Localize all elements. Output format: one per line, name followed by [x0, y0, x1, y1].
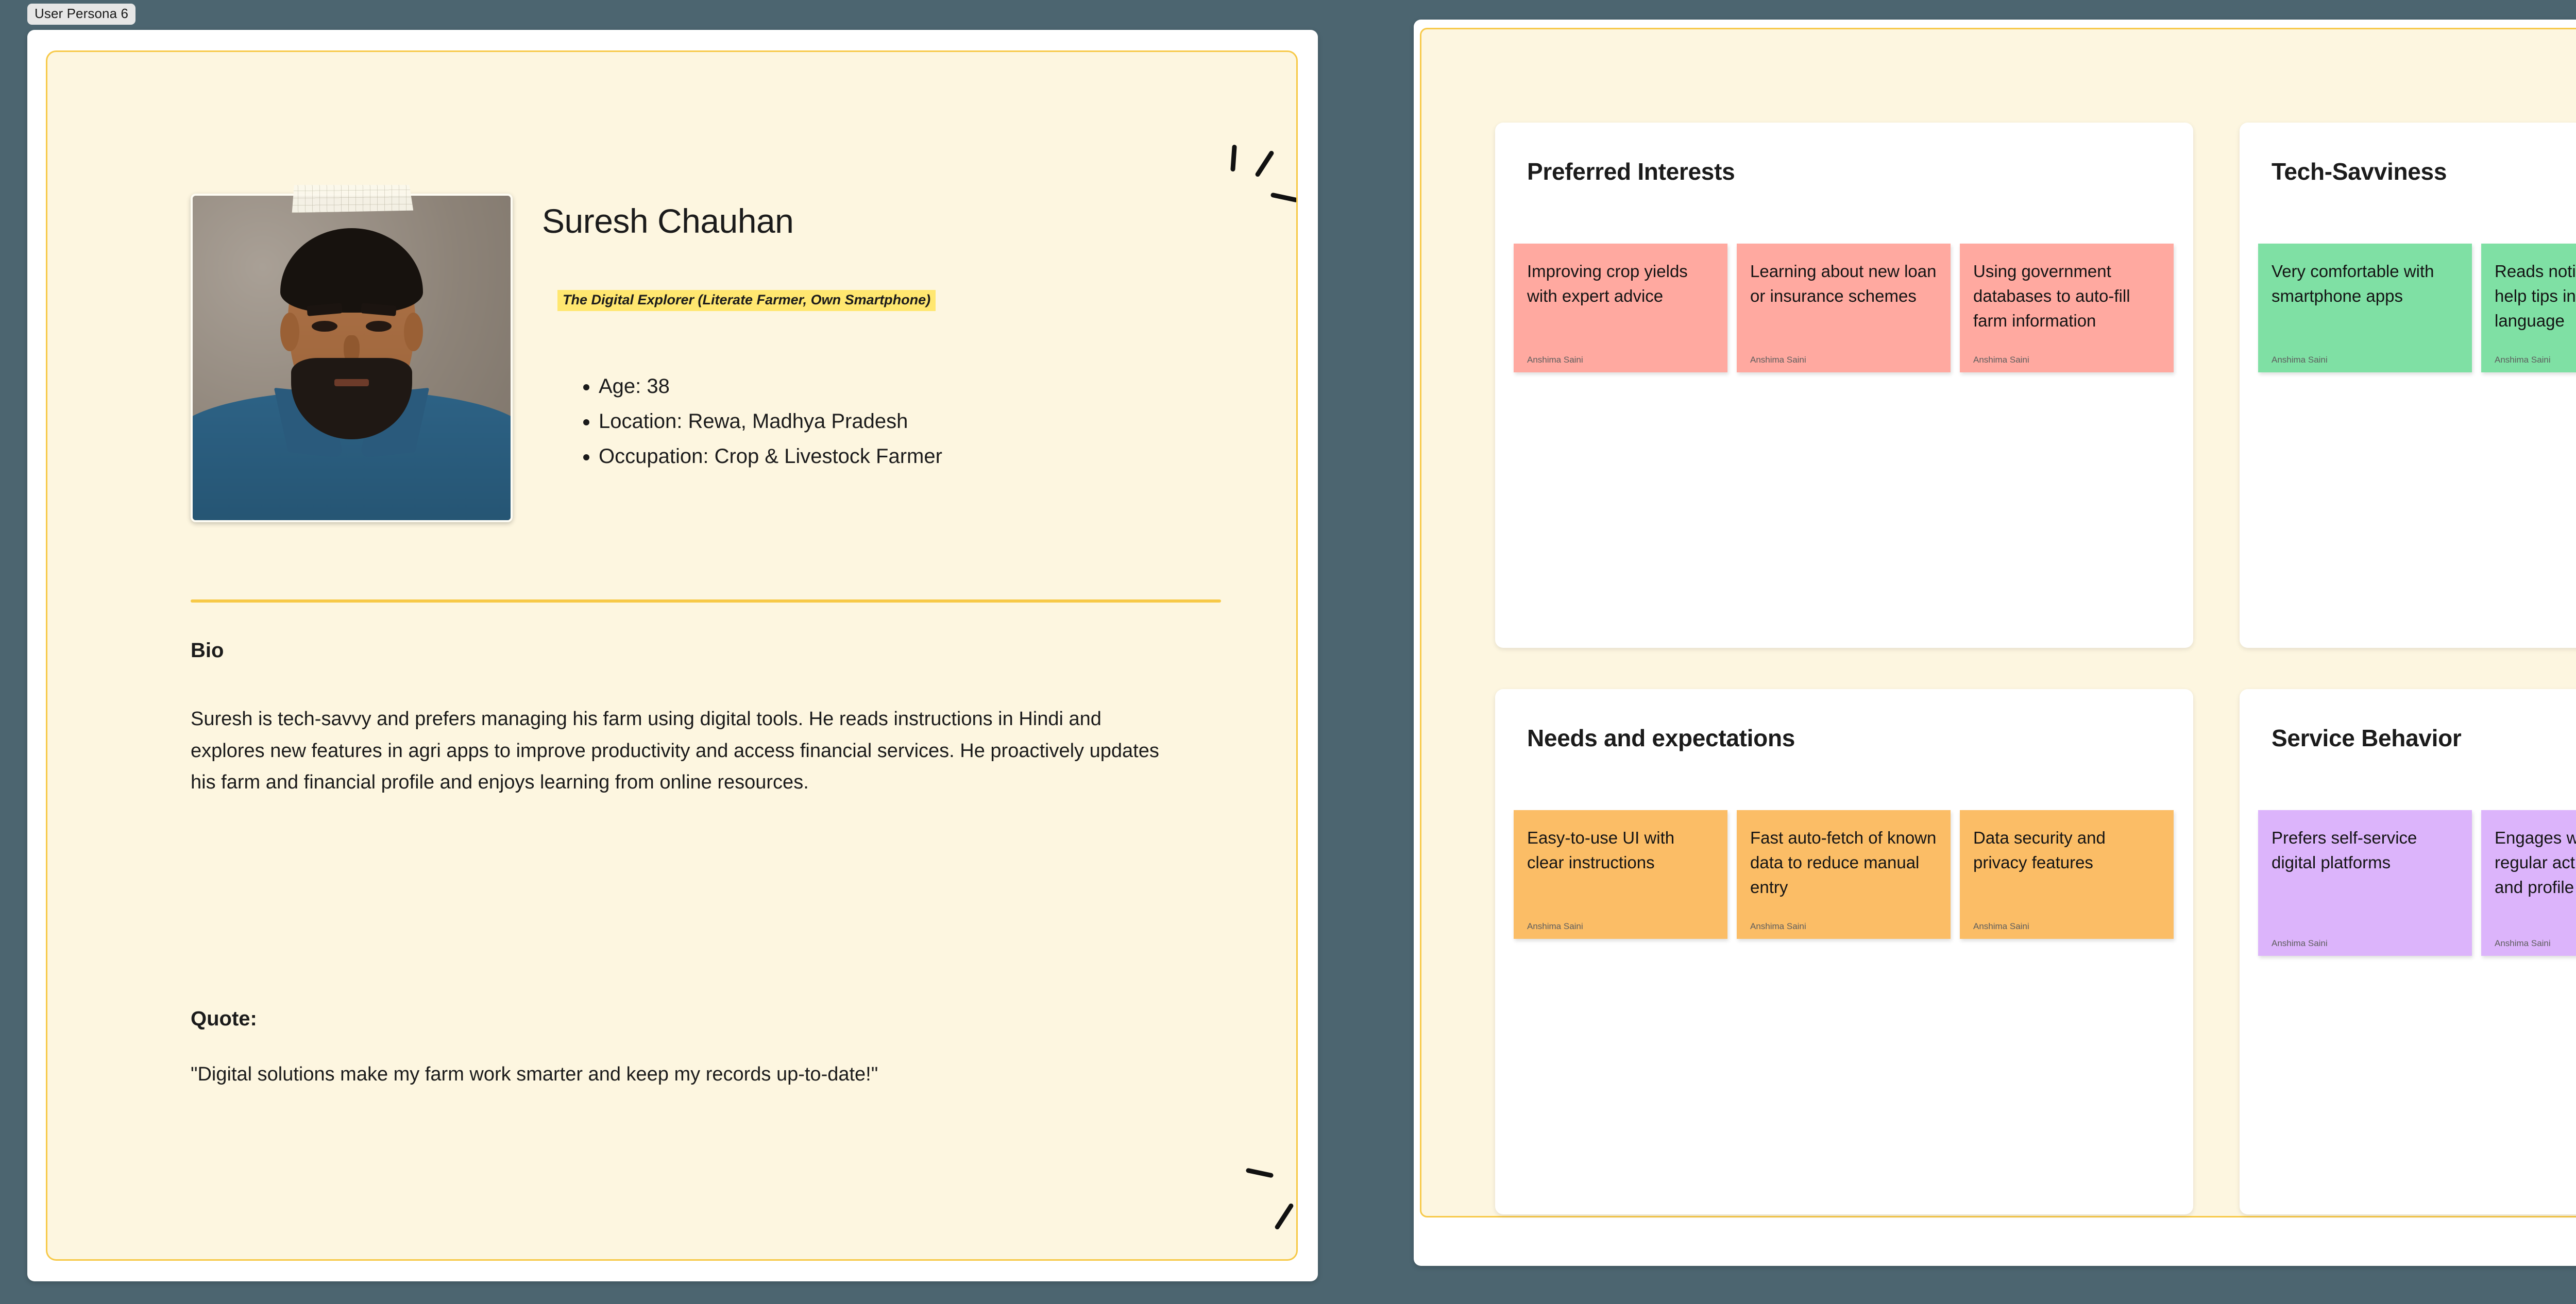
- sticky-note-text: Reads notifications and help tips in loc…: [2495, 262, 2576, 331]
- sticky-note[interactable]: Fast auto-fetch of known data to reduce …: [1737, 810, 1951, 939]
- sticky-note-group: Improving crop yields with expert advice…: [1514, 244, 2179, 637]
- avatar[interactable]: [191, 194, 513, 522]
- sticky-note-text: Easy-to-use UI with clear instructions: [1527, 828, 1675, 872]
- washi-tape-icon: [290, 184, 413, 213]
- sticky-note-author: Anshima Saini: [1973, 921, 2029, 931]
- section-title: Service Behavior: [2272, 725, 2462, 751]
- sticky-note[interactable]: Learning about new loan or insurance sch…: [1737, 244, 1951, 372]
- sticky-note[interactable]: Improving crop yields with expert advice…: [1514, 244, 1727, 372]
- sticky-note-author: Anshima Saini: [2495, 355, 2551, 365]
- sticky-note[interactable]: Engages with apps for regular activity l…: [2481, 810, 2576, 956]
- decorative-strokes-bottom-icon: [1236, 1154, 1296, 1237]
- sticky-note-author: Anshima Saini: [1527, 921, 1583, 931]
- sticky-note[interactable]: Using government databases to auto-fill …: [1960, 244, 2174, 372]
- sticky-note-text: Learning about new loan or insurance sch…: [1750, 262, 1937, 306]
- sticky-note-author: Anshima Saini: [1527, 355, 1583, 365]
- sticky-note-author: Anshima Saini: [1973, 355, 2029, 365]
- section-title: Tech-Savviness: [2272, 158, 2447, 185]
- page-title: Suresh Chauhan: [542, 202, 794, 240]
- sticky-note-author: Anshima Saini: [2272, 938, 2328, 948]
- list-item: Occupation: Crop & Livestock Farmer: [599, 440, 1145, 472]
- persona-facts-list: Age: 38 Location: Rewa, Madhya Pradesh O…: [578, 370, 1145, 475]
- list-item: Location: Rewa, Madhya Pradesh: [599, 405, 1145, 437]
- sticky-note-author: Anshima Saini: [1750, 355, 1806, 365]
- section-title: Preferred Interests: [1527, 158, 1735, 185]
- left-frame-label[interactable]: User Persona 6: [27, 4, 136, 25]
- section-divider: [191, 599, 1221, 603]
- sticky-note-text: Prefers self-service digital platforms: [2272, 828, 2417, 872]
- decorative-strokes-top-icon: [1227, 144, 1296, 227]
- quote-heading: Quote:: [191, 1007, 257, 1030]
- sticky-note-text: Data security and privacy features: [1973, 828, 2106, 872]
- sticky-note-text: Improving crop yields with expert advice: [1527, 262, 1688, 306]
- sticky-note-author: Anshima Saini: [1750, 921, 1806, 931]
- persona-frame[interactable]: Suresh Chauhan The Digital Explorer (Lit…: [27, 30, 1318, 1281]
- sticky-note-text: Fast auto-fetch of known data to reduce …: [1750, 828, 1937, 897]
- sticky-note-author: Anshima Saini: [2495, 938, 2551, 948]
- bio-text: Suresh is tech-savvy and prefers managin…: [191, 708, 1159, 794]
- sticky-note[interactable]: Reads notifications and help tips in loc…: [2481, 244, 2576, 372]
- persona-tagline: The Digital Explorer (Literate Farmer, O…: [557, 290, 936, 311]
- list-item: Age: 38: [599, 370, 1145, 402]
- sticky-note-text: Engages with apps for regular activity l…: [2495, 828, 2576, 897]
- section-title: Needs and expectations: [1527, 725, 1795, 751]
- sticky-note-author: Anshima Saini: [2272, 355, 2328, 365]
- bio-heading: Bio: [191, 639, 224, 662]
- sticky-note-text: Using government databases to auto-fill …: [1973, 262, 2130, 331]
- persona-card[interactable]: Suresh Chauhan The Digital Explorer (Lit…: [46, 50, 1298, 1261]
- sticky-note-text: Very comfortable with smartphone apps: [2272, 262, 2434, 306]
- portrait-photo: [191, 194, 513, 522]
- quote-text: "Digital solutions make my farm work sma…: [191, 1063, 878, 1085]
